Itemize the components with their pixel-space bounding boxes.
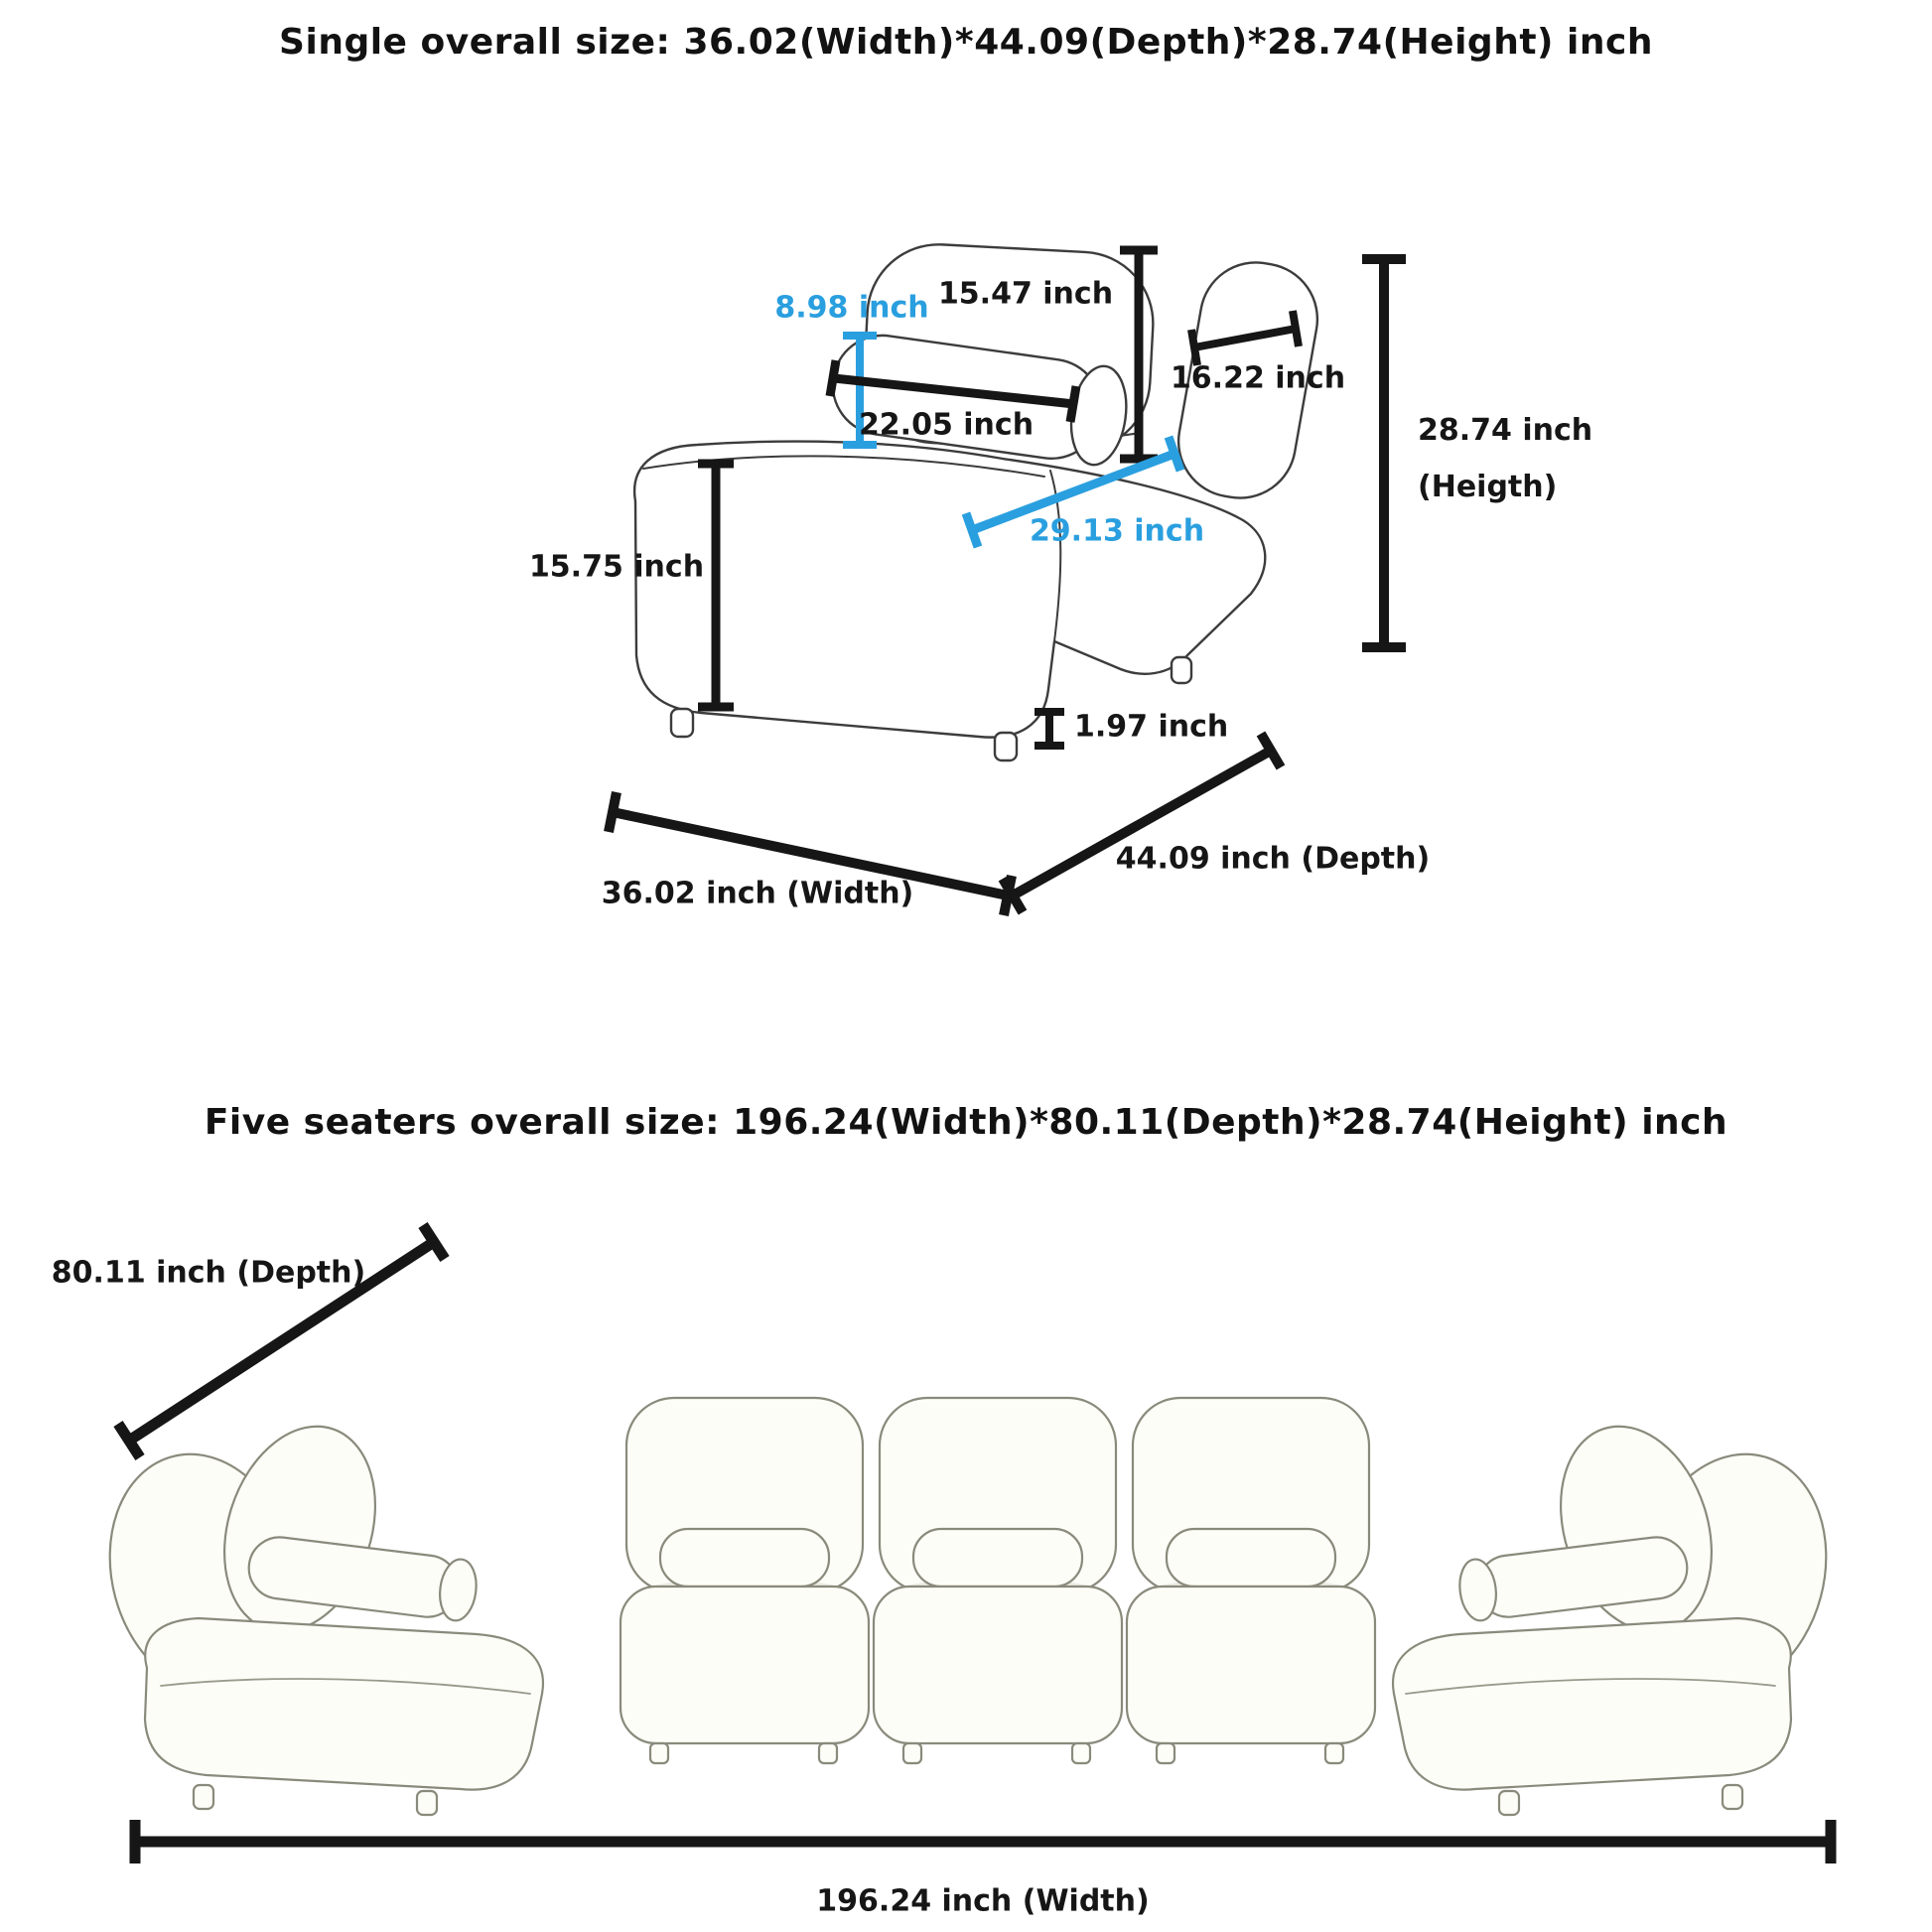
dim-label-back-height: 15.47 inch	[937, 276, 1114, 312]
end-chair-left	[108, 1425, 545, 1817]
single-chair-dimension-lines	[604, 245, 1406, 916]
dim-label-width: 36.02 inch (Width)	[601, 876, 914, 911]
center-module-3	[1125, 1396, 1377, 1765]
single-size-title: Single overall size: 36.02(Width)*44.09(…	[279, 22, 1653, 63]
center-module-2	[872, 1396, 1124, 1765]
dim-label-leg-height: 1.97 inch	[1074, 709, 1229, 745]
dim-label-wing-length: 16.22 inch	[1170, 360, 1346, 396]
dim-line-seat-height	[698, 459, 734, 712]
center-module-1	[619, 1396, 871, 1765]
dim-label-depth: 44.09 inch (Depth)	[1115, 841, 1431, 877]
dim-label-bolster-length: 22.05 inch	[858, 407, 1035, 443]
dim-line-bolster-thickness	[843, 332, 877, 449]
dim-line-five-width	[129, 1820, 1837, 1863]
dim-line-overall-height	[1362, 254, 1406, 652]
dim-line-wing-length	[1187, 310, 1303, 366]
five-seater-sketch	[108, 1396, 1854, 1817]
dim-label-seat-diagonal: 29.13 inch	[1029, 513, 1205, 549]
dim-label-overall-height-note: (Heigth)	[1418, 470, 1558, 504]
chair-seat-side-crease	[1049, 470, 1062, 642]
five-seater-dimension-lines	[113, 1222, 1837, 1863]
dim-label-five-depth: 80.11 inch (Depth)	[51, 1255, 366, 1291]
dim-label-overall-height: 28.74 inch (Heigth)	[1418, 402, 1592, 515]
five-seater-size-title: Five seaters overall size: 196.24(Width)…	[204, 1102, 1728, 1143]
dim-label-bolster-thickness: 8.98 inch	[774, 290, 929, 326]
dim-label-overall-height-value: 28.74 inch	[1418, 413, 1593, 448]
dim-line-five-depth	[113, 1222, 450, 1460]
chair-seat-body	[632, 440, 1267, 739]
dim-line-depth	[998, 731, 1286, 915]
dim-line-bolster-length	[825, 359, 1081, 423]
dim-line-leg-height	[1035, 708, 1064, 750]
dim-line-width	[604, 791, 1017, 916]
end-chair-right	[1391, 1405, 1854, 1817]
dim-line-seat-diagonal	[961, 435, 1185, 549]
chair-seat-top-crease	[642, 455, 1045, 478]
chair-legs	[669, 655, 1193, 762]
single-chair-sketch	[632, 243, 1319, 762]
chair-side-wing	[1176, 261, 1319, 499]
dim-label-five-width: 196.24 inch (Width)	[816, 1883, 1150, 1919]
dim-label-seat-height: 15.75 inch	[528, 549, 705, 585]
